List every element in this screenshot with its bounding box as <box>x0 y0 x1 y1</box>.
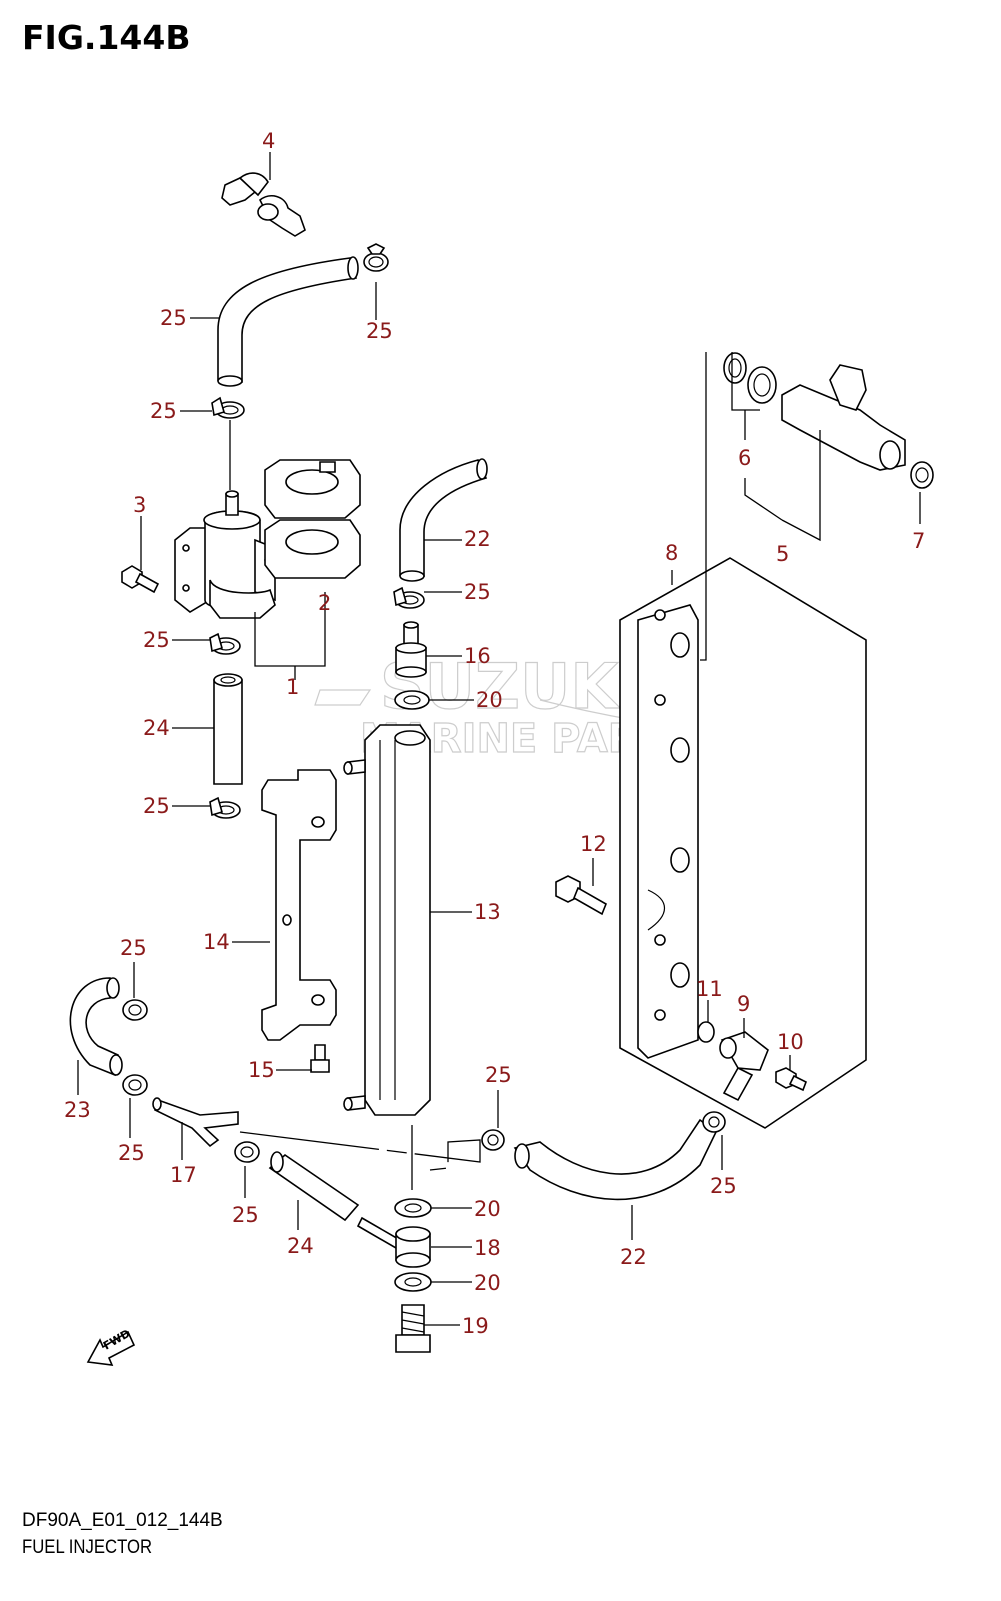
callout-11: 11 <box>696 977 723 1001</box>
callout-14: 14 <box>203 930 230 954</box>
part-bolt-12 <box>555 875 608 916</box>
callout-25-h: 25 <box>232 1203 259 1227</box>
callout-9: 9 <box>737 992 750 1016</box>
callout-23: 23 <box>64 1098 91 1122</box>
part-bolt-15 <box>310 1044 330 1073</box>
callout-15: 15 <box>248 1058 275 1082</box>
figure-name: FUEL INJECTOR <box>22 1537 153 1558</box>
part-hose-clip-4 <box>221 172 306 237</box>
part-banjo-18 <box>356 1216 431 1268</box>
part-clamp-25e <box>393 586 425 609</box>
callout-25-b: 25 <box>150 399 177 423</box>
part-clamp-25g <box>122 1074 148 1096</box>
part-hose-22b <box>513 1118 718 1201</box>
callout-25-j: 25 <box>710 1174 737 1198</box>
callout-16: 16 <box>464 644 491 668</box>
part-hose-21 <box>217 256 359 387</box>
part-bracket-14 <box>261 769 337 1041</box>
callout-6: 6 <box>738 446 751 470</box>
part-fuel-rail-13 <box>343 724 431 1116</box>
callout-25-f: 25 <box>120 936 147 960</box>
part-clamp-25i <box>481 1129 505 1151</box>
callout-19: 19 <box>462 1314 489 1338</box>
part-hose-24a <box>213 673 243 785</box>
callout-24-a: 24 <box>143 716 170 740</box>
part-oring-6 <box>723 352 777 404</box>
part-clamp-25j <box>702 1111 726 1133</box>
callout-2: 2 <box>318 591 331 615</box>
callout-22-a: 22 <box>464 527 491 551</box>
callout-18: 18 <box>474 1236 501 1260</box>
callout-3: 3 <box>133 493 146 517</box>
part-block-8 <box>619 557 867 1129</box>
part-hose-24b <box>268 1151 360 1222</box>
part-clamp-25f <box>122 999 148 1021</box>
callout-20-c: 20 <box>474 1271 501 1295</box>
part-oring-7 <box>910 461 934 489</box>
callout-1: 1 <box>286 675 299 699</box>
callout-22-b: 22 <box>620 1245 647 1269</box>
part-clamp-25b <box>211 396 245 419</box>
callout-10: 10 <box>777 1030 804 1054</box>
callout-7: 7 <box>912 529 925 553</box>
callout-20-a: 20 <box>476 688 503 712</box>
part-bolt-19 <box>395 1304 431 1353</box>
part-pipe-17 <box>152 1097 239 1148</box>
part-connector-16 <box>395 621 427 678</box>
callout-25-i: 25 <box>485 1063 512 1087</box>
callout-25-a: 25 <box>366 319 393 343</box>
part-washer-20a <box>394 690 430 710</box>
part-fitting-9 <box>719 1031 769 1102</box>
part-bracket-2 <box>264 459 361 579</box>
callout-5: 5 <box>776 542 789 566</box>
part-clamp-25d <box>209 796 241 819</box>
callout-8: 8 <box>665 541 678 565</box>
part-injector-5 <box>781 364 906 471</box>
part-fuel-filter-1 <box>174 490 276 619</box>
part-washer-20b <box>394 1198 432 1218</box>
callout-25-d: 25 <box>143 794 170 818</box>
part-clamp-25a <box>363 243 389 272</box>
callout-17: 17 <box>170 1163 197 1187</box>
part-bolt-10 <box>775 1067 808 1092</box>
callout-25-c: 25 <box>143 628 170 652</box>
callout-21: 25 <box>160 306 187 330</box>
part-bolt-3 <box>121 565 160 594</box>
part-washer-20c <box>394 1272 432 1292</box>
forward-arrow-icon: FWD <box>86 1327 136 1366</box>
part-clamp-25h <box>234 1141 260 1163</box>
figure-title: FIG.144B <box>22 18 191 57</box>
callout-12: 12 <box>580 832 607 856</box>
part-hose-22a <box>399 458 488 582</box>
callout-25-e: 25 <box>464 580 491 604</box>
callout-13: 13 <box>474 900 501 924</box>
callout-4: 4 <box>262 129 275 153</box>
callout-20-b: 20 <box>474 1197 501 1221</box>
callout-24-b: 24 <box>287 1234 314 1258</box>
part-clamp-25c <box>209 632 241 655</box>
part-oring-11 <box>697 1021 715 1043</box>
callout-25-g: 25 <box>118 1141 145 1165</box>
figure-code: DF90A_E01_012_144B <box>22 1510 223 1531</box>
part-hose-23 <box>69 977 123 1077</box>
